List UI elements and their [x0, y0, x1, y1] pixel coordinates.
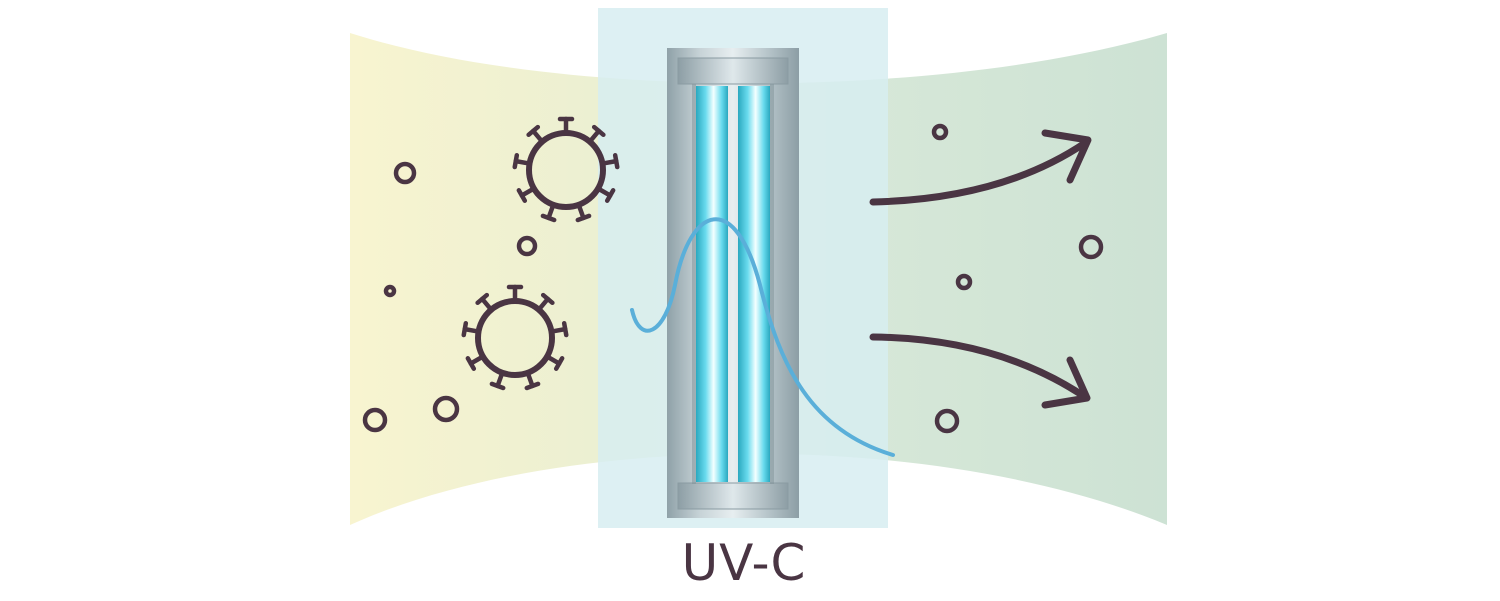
uv-wave-icon: [630, 217, 895, 457]
particle-icon: [955, 273, 973, 291]
particle-icon: [516, 235, 538, 257]
particle-icon: [383, 284, 397, 298]
uv-tube-right: [738, 86, 770, 482]
particle-icon: [432, 395, 460, 423]
uv-tube-left: [696, 86, 728, 482]
particle-icon: [1078, 234, 1104, 260]
particle-icon: [393, 161, 417, 185]
uv-lamp-icon: [667, 48, 799, 518]
arrow-icon: [869, 129, 1092, 206]
particle-icon: [931, 123, 949, 141]
arrow-icon: [869, 333, 1091, 409]
particle-icon: [934, 408, 960, 434]
uv-c-label: UV-C: [681, 534, 807, 592]
particle-icon: [362, 407, 388, 433]
